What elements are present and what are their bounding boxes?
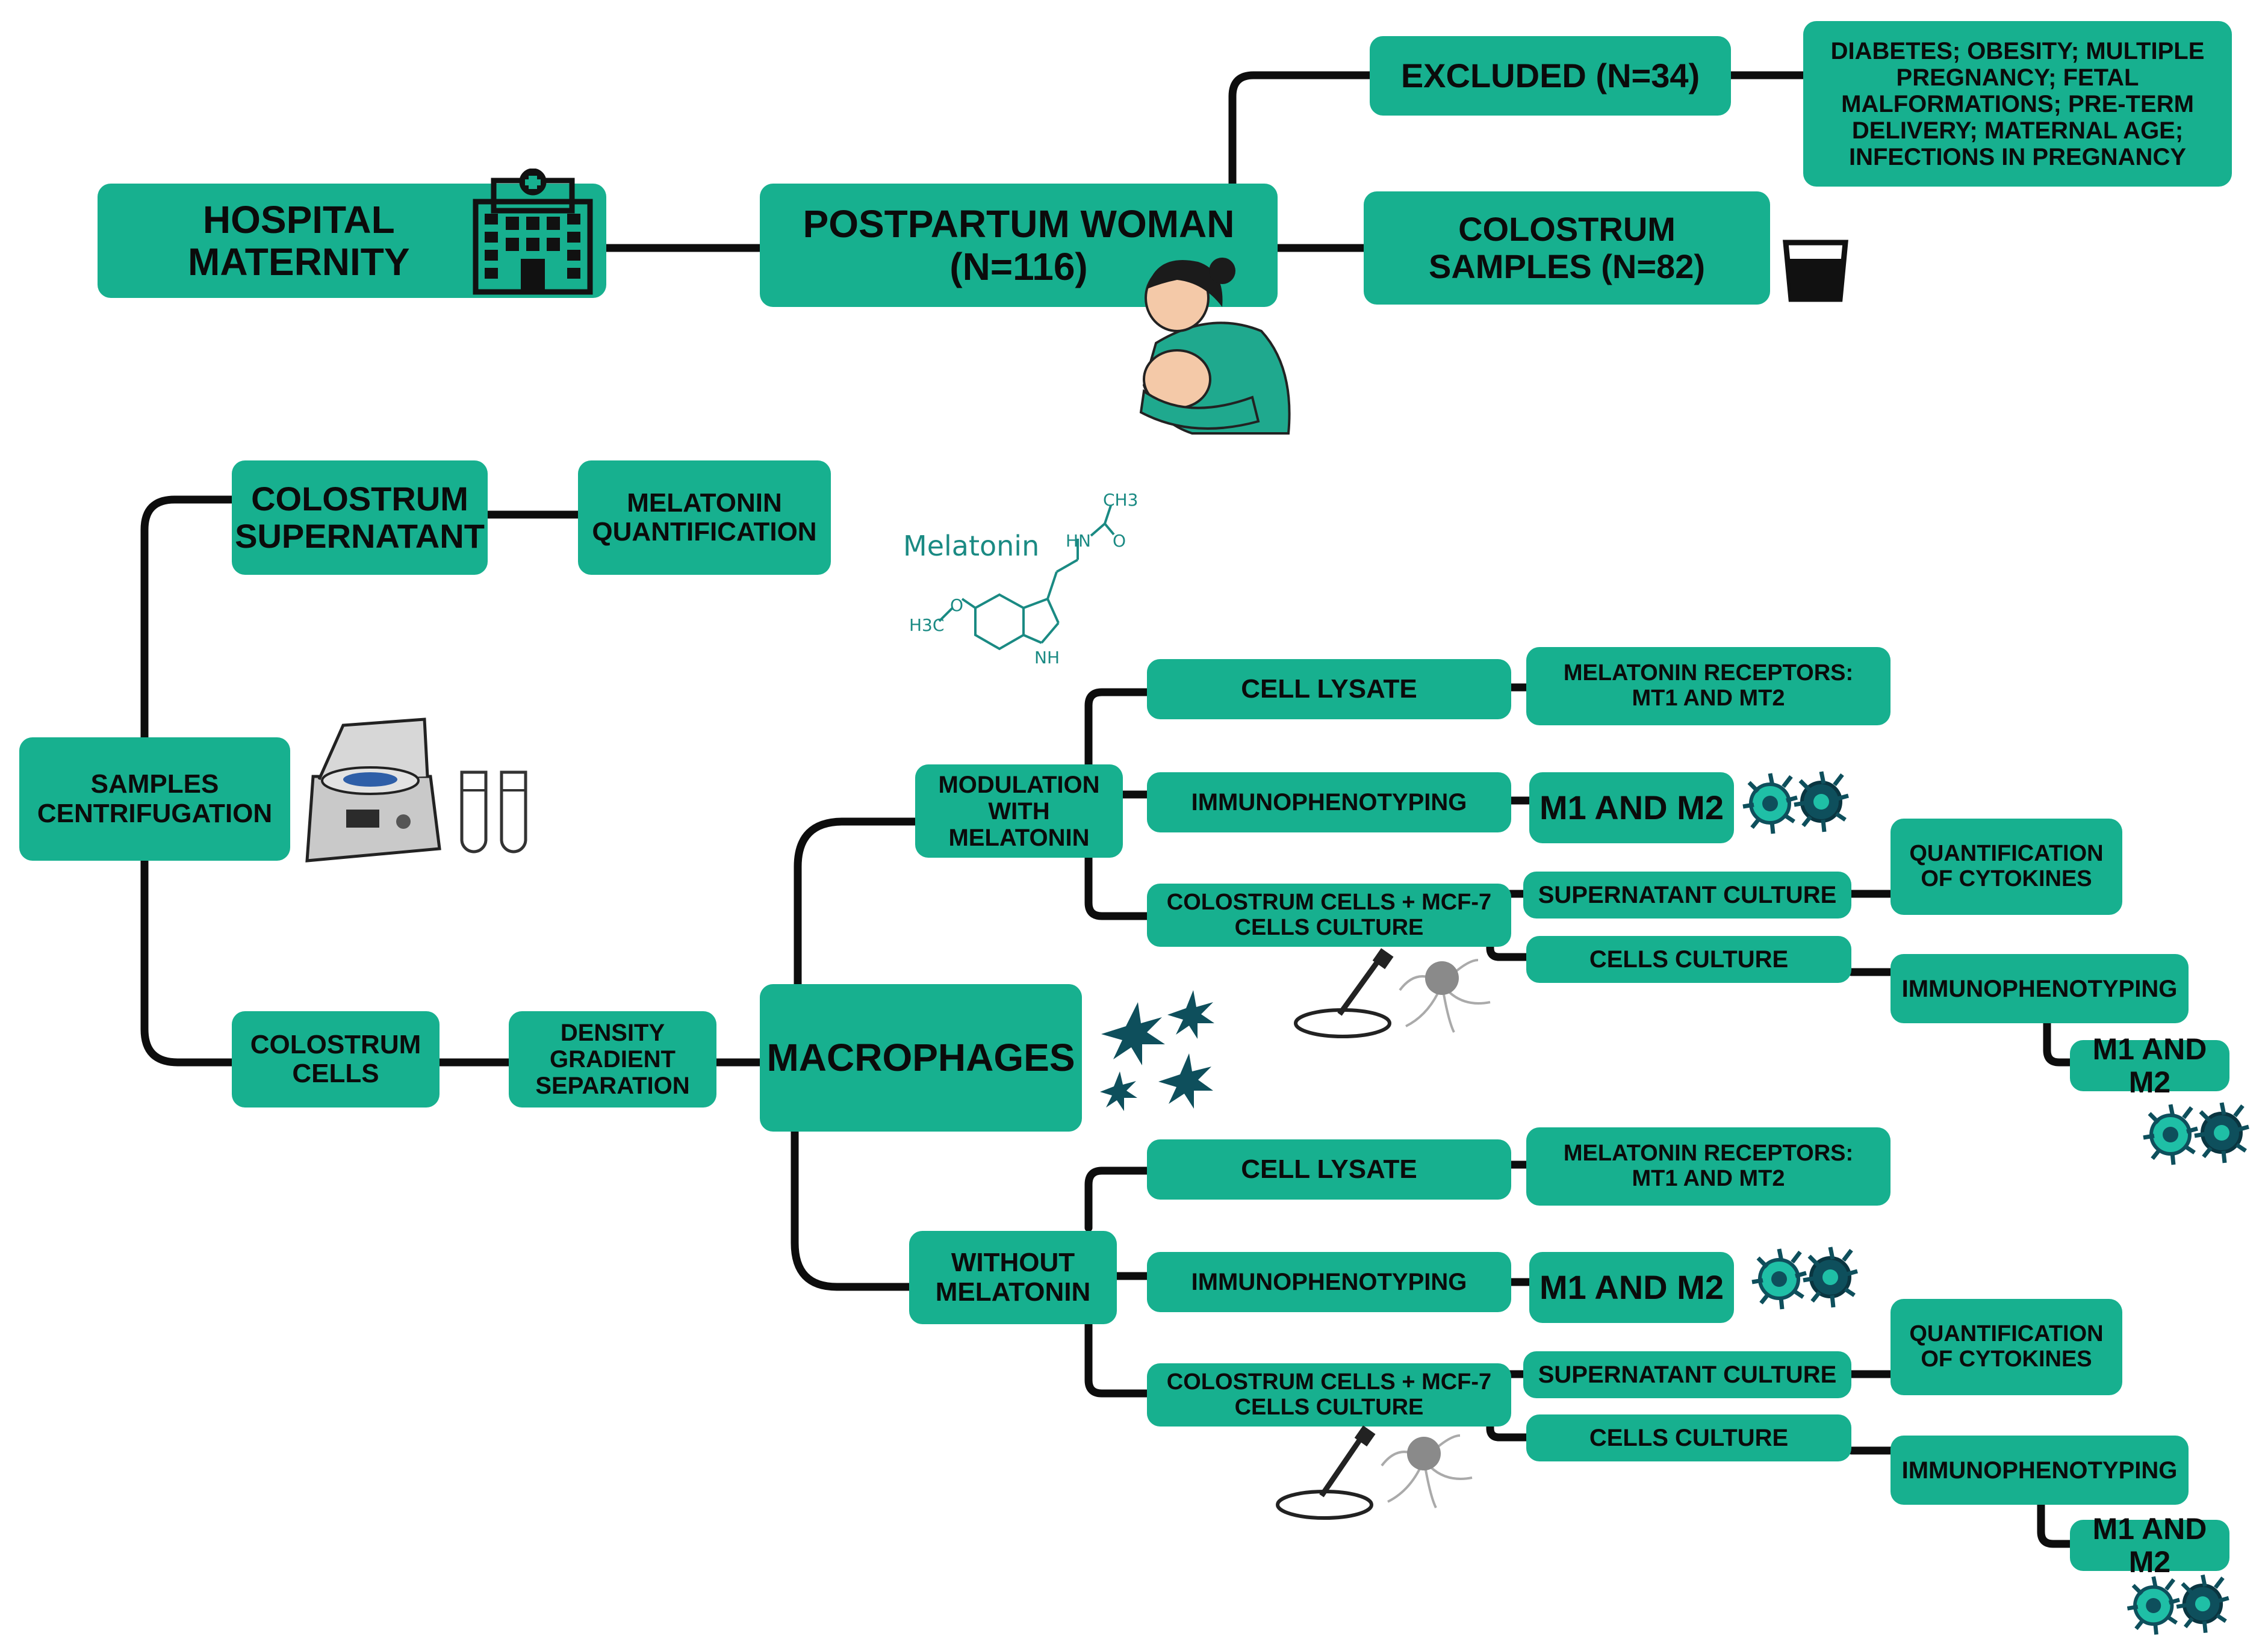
o-carbonyl-label: O bbox=[1113, 531, 1126, 551]
density-gradient-box: DENSITY GRADIENT SEPARATION bbox=[509, 1011, 716, 1108]
samples-centrifugation-label: SAMPLES CENTRIFUGATION bbox=[37, 769, 273, 828]
immunophenotyping-2-box: IMMUNOPHENOTYPING bbox=[1891, 954, 2189, 1023]
line-postpartum-excluded bbox=[1228, 71, 1374, 191]
coculture-2-label: COLOSTRUM CELLS + MCF-7 CELLS CULTURE bbox=[1166, 1369, 1492, 1420]
hn-label: HN bbox=[1066, 531, 1091, 551]
immunophenotyping-4-box: IMMUNOPHENOTYPING bbox=[1891, 1436, 2189, 1505]
macrophages-box: MACROPHAGES bbox=[760, 984, 1082, 1132]
line-with-lysate bbox=[1084, 688, 1151, 769]
melatonin-molecule: CH3 HN O O H3C NH bbox=[909, 490, 1138, 668]
colostrum-samples-box: COLOSTRUM SAMPLES (N=82) bbox=[1364, 191, 1770, 305]
supernatant-culture-2-label: SUPERNATANT CULTURE bbox=[1538, 1362, 1837, 1388]
line-without-coculture bbox=[1084, 1299, 1151, 1398]
line-without-lysate bbox=[1084, 1166, 1151, 1232]
density-gradient-label: DENSITY GRADIENT SEPARATION bbox=[535, 1020, 690, 1099]
m1-m2-cells-icon-4 bbox=[2127, 1574, 2229, 1635]
m1-m2-cells-icon bbox=[1742, 771, 1849, 834]
melatonin-receptors-2-box: MELATONIN RECEPTORS: MT1 AND MT2 bbox=[1526, 1127, 1891, 1206]
line-macro-without bbox=[791, 1121, 913, 1291]
m1-m2-box: M1 AND M2 bbox=[1529, 772, 1734, 843]
line-cocult-cells bbox=[1486, 936, 1530, 961]
without-melatonin-box: WITHOUT MELATONIN bbox=[909, 1231, 1117, 1324]
m1-m2-4-label: M1 AND M2 bbox=[2092, 1511, 2207, 1579]
m1-m2-3-label: M1 AND M2 bbox=[1539, 1268, 1724, 1307]
petri-dish-icon-2 bbox=[1276, 1425, 1473, 1520]
exclusion-criteria-label: DIABETES; OBESITY; MULTIPLE PREGNANCY; F… bbox=[1830, 37, 2205, 170]
petri-dish-icon bbox=[1294, 948, 1491, 1038]
melatonin-receptors-2-label: MELATONIN RECEPTORS: MT1 AND MT2 bbox=[1563, 1141, 1854, 1191]
centrifuge-icon bbox=[305, 717, 441, 863]
cells-culture-label: CELLS CULTURE bbox=[1589, 946, 1789, 973]
m1-m2-cells-icon-2 bbox=[2143, 1102, 2249, 1165]
m1-m2-3-box: M1 AND M2 bbox=[1529, 1252, 1734, 1323]
cells-culture-2-label: CELLS CULTURE bbox=[1589, 1425, 1789, 1451]
samples-centrifugation-box: SAMPLES CENTRIFUGATION bbox=[19, 737, 290, 861]
macrophages-label: MACROPHAGES bbox=[766, 1036, 1075, 1080]
line-immuno2-m1m2-2 bbox=[2037, 1501, 2074, 1548]
without-melatonin-label: WITHOUT MELATONIN bbox=[935, 1248, 1091, 1307]
postpartum-woman-label: POSTPARTUM WOMAN (N=116) bbox=[803, 202, 1235, 288]
colostrum-samples-label: COLOSTRUM SAMPLES (N=82) bbox=[1429, 210, 1705, 285]
immunophenotyping-label: IMMUNOPHENOTYPING bbox=[1191, 789, 1467, 816]
cells-culture-box: CELLS CULTURE bbox=[1526, 936, 1851, 983]
cytokines-2-box: QUANTIFICATION OF CYTOKINES bbox=[1891, 1299, 2122, 1395]
coculture-label: COLOSTRUM CELLS + MCF-7 CELLS CULTURE bbox=[1166, 889, 1492, 940]
colostrum-cells-box: COLOSTRUM CELLS bbox=[232, 1011, 440, 1108]
m1-m2-4-box: M1 AND M2 bbox=[2070, 1512, 2229, 1578]
melatonin-molecule-name: Melatonin bbox=[903, 530, 1040, 562]
m1-m2-2-box: M1 AND M2 bbox=[2070, 1032, 2229, 1098]
cell-lysate-2-label: CELL LYSATE bbox=[1241, 1154, 1417, 1184]
immunophenotyping-4-label: IMMUNOPHENOTYPING bbox=[1901, 1457, 2178, 1484]
supernatant-culture-2-box: SUPERNATANT CULTURE bbox=[1523, 1351, 1851, 1398]
m1-m2-label: M1 AND M2 bbox=[1539, 788, 1724, 827]
line-with-coculture bbox=[1084, 847, 1151, 920]
cells-culture-2-box: CELLS CULTURE bbox=[1526, 1414, 1851, 1461]
immunophenotyping-3-label: IMMUNOPHENOTYPING bbox=[1191, 1269, 1467, 1295]
melatonin-receptors-box: MELATONIN RECEPTORS: MT1 AND MT2 bbox=[1526, 647, 1891, 725]
h3c-label: H3C bbox=[909, 615, 944, 635]
coculture-box: COLOSTRUM CELLS + MCF-7 CELLS CULTURE bbox=[1147, 884, 1511, 947]
line-immuno2-m1m2 bbox=[2043, 1019, 2074, 1067]
o-ether-label: O bbox=[950, 595, 963, 615]
immunophenotyping-2-label: IMMUNOPHENOTYPING bbox=[1901, 975, 2178, 1002]
line-cocult-cells-2 bbox=[1486, 1416, 1530, 1442]
coculture-2-box: COLOSTRUM CELLS + MCF-7 CELLS CULTURE bbox=[1147, 1363, 1511, 1427]
cytokines-2-label: QUANTIFICATION OF CYTOKINES bbox=[1909, 1321, 2104, 1372]
hospital-maternity-label: HOSPITAL MATERNITY bbox=[188, 197, 410, 283]
line-centrifuge-cells bbox=[140, 853, 236, 1067]
exclusion-criteria-box: DIABETES; OBESITY; MULTIPLE PREGNANCY; F… bbox=[1803, 21, 2232, 187]
line-macro-with bbox=[794, 817, 919, 988]
cytokines-label: QUANTIFICATION OF CYTOKINES bbox=[1909, 841, 2104, 891]
supernatant-culture-label: SUPERNATANT CULTURE bbox=[1538, 882, 1837, 908]
test-tubes-icon bbox=[460, 770, 527, 853]
cup-icon bbox=[1783, 240, 1848, 302]
excluded-box: EXCLUDED (N=34) bbox=[1370, 36, 1731, 116]
cell-lysate-box: CELL LYSATE bbox=[1147, 659, 1511, 719]
cell-lysate-label: CELL LYSATE bbox=[1241, 674, 1417, 704]
ch3-label: CH3 bbox=[1103, 490, 1138, 510]
postpartum-woman-box: POSTPARTUM WOMAN (N=116) bbox=[760, 184, 1278, 307]
colostrum-cells-label: COLOSTRUM CELLS bbox=[250, 1029, 421, 1088]
hospital-icon bbox=[473, 169, 593, 295]
cell-lysate-2-box: CELL LYSATE bbox=[1147, 1139, 1511, 1200]
mother-baby-icon bbox=[1139, 258, 1291, 435]
supernatant-culture-box: SUPERNATANT CULTURE bbox=[1523, 872, 1851, 919]
with-melatonin-box: MODULATION WITH MELATONIN bbox=[915, 764, 1123, 858]
m1-m2-cells-icon-3 bbox=[1751, 1247, 1858, 1310]
melatonin-receptors-label: MELATONIN RECEPTORS: MT1 AND MT2 bbox=[1563, 660, 1854, 711]
melatonin-quantification-box: MELATONIN QUANTIFICATION bbox=[578, 460, 831, 575]
macrophage-cluster-icon bbox=[1100, 990, 1214, 1111]
melatonin-quantification-label: MELATONIN QUANTIFICATION bbox=[592, 488, 817, 547]
immunophenotyping-box: IMMUNOPHENOTYPING bbox=[1147, 772, 1511, 832]
line-centrifuge-tree bbox=[140, 495, 236, 742]
excluded-label: EXCLUDED (N=34) bbox=[1400, 57, 1700, 95]
m1-m2-2-label: M1 AND M2 bbox=[2092, 1032, 2207, 1099]
with-melatonin-label: MODULATION WITH MELATONIN bbox=[938, 771, 1100, 851]
immunophenotyping-3-box: IMMUNOPHENOTYPING bbox=[1147, 1252, 1511, 1312]
colostrum-supernatant-box: COLOSTRUM SUPERNATANT bbox=[232, 460, 488, 575]
nh-label: NH bbox=[1034, 648, 1060, 668]
colostrum-supernatant-label: COLOSTRUM SUPERNATANT bbox=[235, 480, 485, 555]
cytokines-box: QUANTIFICATION OF CYTOKINES bbox=[1891, 819, 2122, 915]
